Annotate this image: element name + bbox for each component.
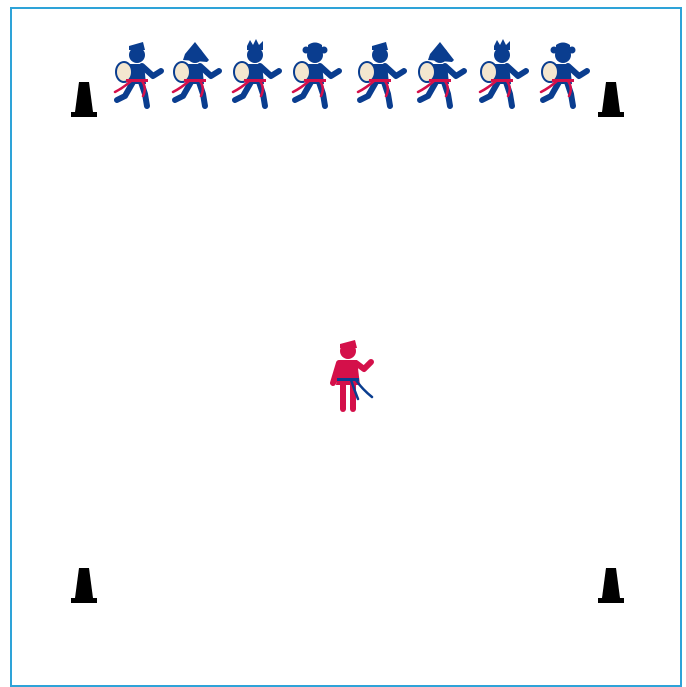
player-with-ball-icon <box>115 42 161 106</box>
player-with-ball-icon <box>173 42 219 106</box>
defender-player-icon <box>333 340 372 409</box>
cone-icon <box>71 82 97 117</box>
player-with-ball-icon <box>358 42 404 106</box>
cone-icon <box>598 568 624 603</box>
cone-icon <box>598 82 624 117</box>
player-with-ball-icon <box>293 43 339 107</box>
player-with-ball-icon <box>480 39 526 106</box>
player-with-ball-icon <box>541 43 587 107</box>
player-with-ball-icon <box>418 42 464 106</box>
cone-icon <box>71 568 97 603</box>
player-with-ball-icon <box>233 39 279 106</box>
